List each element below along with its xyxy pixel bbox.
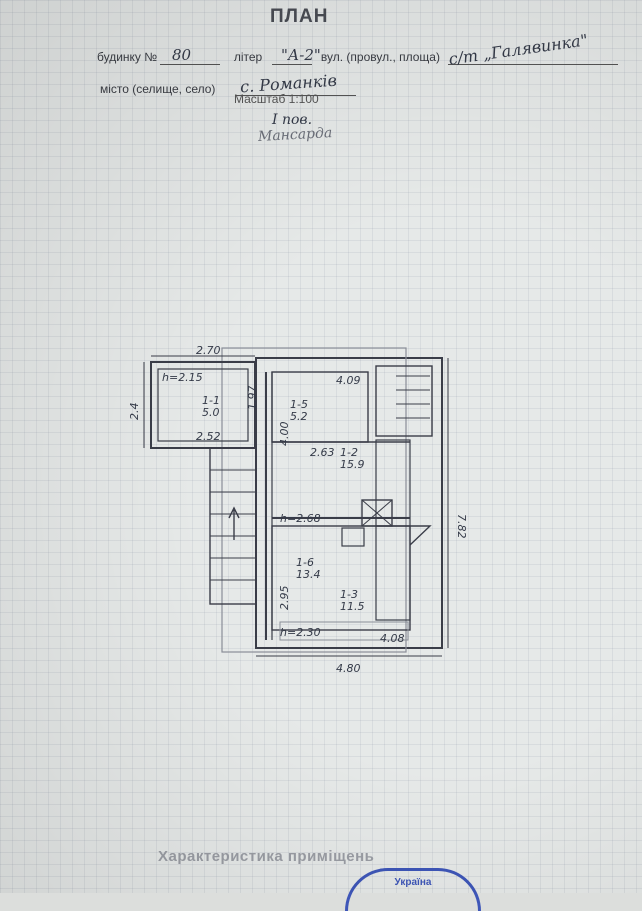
room-1-1-inner xyxy=(157,368,249,442)
stair-arrow-head xyxy=(228,506,240,519)
room-1-1-height: h=2.15 xyxy=(162,371,203,384)
room-mid-height: h=2.68 xyxy=(280,512,321,525)
letter-label: літер xyxy=(233,50,263,64)
room-1-1-width: 2.52 xyxy=(196,430,221,443)
dim-4-08: 4.08 xyxy=(380,632,405,645)
room-1-1 xyxy=(150,361,256,449)
dim-2-95: 2.95 xyxy=(278,586,291,611)
room-1-5-id: 1-5 xyxy=(290,398,308,411)
rooms-characteristics-heading: Характеристика приміщень xyxy=(158,848,375,865)
house-number-value: 80 xyxy=(172,46,192,64)
room-1-3-area: 11.5 xyxy=(340,600,365,613)
room-1-3-strip xyxy=(279,621,409,641)
mansard-outline xyxy=(221,347,407,653)
dim-1-97: 1.97 xyxy=(246,386,259,411)
street-label: вул. (провул., площа) xyxy=(320,50,440,64)
dim-4-09: 4.09 xyxy=(336,374,361,387)
chimney-x2 xyxy=(361,499,393,527)
room-1-6 xyxy=(271,525,411,631)
scale-label: Масштаб 1:100 xyxy=(234,92,319,106)
city-label: місто (селище, село) xyxy=(100,82,216,96)
right-passage xyxy=(375,439,411,621)
house-number-underline xyxy=(160,64,220,65)
room-1-5-area: 5.2 xyxy=(290,410,308,423)
angled-wall xyxy=(376,525,432,546)
dim-left-height: 2.4 xyxy=(128,403,141,421)
document-title: ПЛАН xyxy=(270,6,329,27)
room-1-6-area: 13.4 xyxy=(296,568,321,581)
small-box xyxy=(341,527,365,547)
stamp-text: Україна xyxy=(394,877,432,888)
letter-value: "А-2" xyxy=(281,46,321,64)
room-1-1-id: 1-1 xyxy=(202,394,220,407)
dim-2-63: 2.63 xyxy=(310,446,335,459)
room-1-2-area: 15.9 xyxy=(340,458,365,471)
city-underline xyxy=(236,95,356,96)
room-bottom-height: h=2.30 xyxy=(280,626,321,639)
house-number-label: будинку № xyxy=(97,50,158,64)
room-1-2-id: 1-2 xyxy=(340,446,358,459)
room-1-6-id: 1-6 xyxy=(296,556,314,569)
exterior-stairs xyxy=(209,447,257,605)
street-underline xyxy=(448,64,618,65)
dim-7-82: 7.82 xyxy=(455,514,468,539)
room-1-1-area: 5.0 xyxy=(202,406,220,419)
house-line-label: будинку № літер вул. (провул., площа) xyxy=(97,50,440,64)
stair-block xyxy=(375,365,433,437)
dim-4-00: 4.00 xyxy=(278,422,291,447)
room-1-3-id: 1-3 xyxy=(340,588,358,601)
dim-total-width: 4.80 xyxy=(336,662,361,675)
dim-top-width: 2.70 xyxy=(196,344,221,357)
letter-underline xyxy=(272,64,312,65)
floor-value: I пов. xyxy=(272,112,313,128)
official-stamp: Україна xyxy=(345,868,481,911)
